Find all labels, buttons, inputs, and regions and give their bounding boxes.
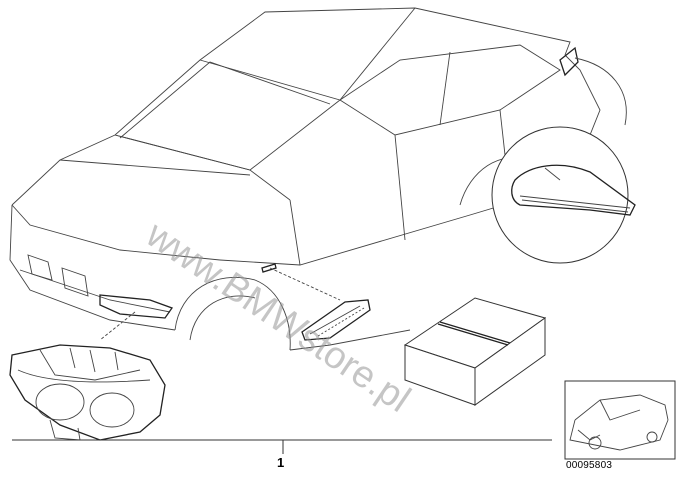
part-callout-number: 1 xyxy=(277,455,285,470)
car-thumbnail xyxy=(564,380,676,460)
image-code-label: 00095803 xyxy=(566,460,613,471)
side-marker-light xyxy=(301,299,371,341)
headlight-assembly xyxy=(9,344,166,441)
parts-box xyxy=(403,297,547,406)
rear-light-detail-circle xyxy=(491,57,636,264)
callout-baseline xyxy=(12,439,552,454)
